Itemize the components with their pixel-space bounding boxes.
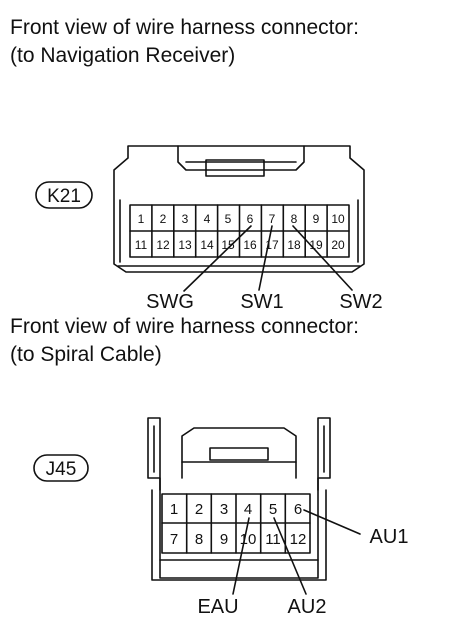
j45-pin-10: 10 — [240, 531, 257, 548]
k21-pin-3: 3 — [182, 212, 189, 226]
j45-pin-6: 6 — [294, 501, 302, 518]
j45-connector: J45 1 2 3 4 5 6 7 8 9 10 11 12 — [33, 417, 409, 618]
k21-connector: K21 1 2 3 4 5 6 7 8 9 10 11 12 — [35, 145, 383, 313]
k21-heading: Front view of wire harness connector: (t… — [10, 14, 359, 70]
k21-pin-16: 16 — [243, 238, 257, 252]
j45-right-rail — [317, 417, 331, 491]
j45-pin-2: 2 — [195, 501, 203, 518]
j45-code-badge: J45 — [33, 454, 89, 482]
j45-signal-au2: AU2 — [288, 596, 327, 618]
k21-pin-6: 6 — [247, 212, 254, 226]
k21-subtitle: (to Navigation Receiver) — [10, 44, 236, 67]
k21-pin-7: 7 — [269, 212, 276, 226]
j45-leader-au1 — [303, 509, 361, 535]
k21-leader-sw2 — [292, 225, 353, 291]
j45-code-label: J45 — [46, 459, 77, 480]
j45-pin-3: 3 — [220, 501, 228, 518]
k21-pin-12: 12 — [156, 238, 170, 252]
k21-pin-1: 1 — [138, 212, 145, 226]
j45-pin-9: 9 — [220, 531, 228, 548]
k21-code-label: K21 — [47, 186, 81, 207]
k21-signal-sw2: SW2 — [339, 291, 382, 313]
k21-pin-14: 14 — [200, 238, 214, 252]
k21-pin-4: 4 — [204, 212, 211, 226]
j45-title: Front view of wire harness connector: — [10, 315, 359, 338]
j45-latch — [209, 447, 269, 461]
j45-signal-au1: AU1 — [370, 526, 409, 548]
j45-subtitle: (to Spiral Cable) — [10, 343, 162, 366]
k21-pin-11: 11 — [135, 238, 148, 252]
k21-signal-swg: SWG — [146, 291, 194, 313]
k21-pin-13: 13 — [178, 238, 192, 252]
k21-signal-sw1: SW1 — [240, 291, 283, 313]
j45-lock-tab — [181, 427, 297, 479]
k21-pin-8: 8 — [291, 212, 298, 226]
k21-code-badge: K21 — [35, 181, 93, 209]
k21-latch — [205, 159, 265, 177]
k21-pin-9: 9 — [313, 212, 320, 226]
k21-pin-18: 18 — [287, 238, 301, 252]
j45-housing — [159, 477, 319, 579]
j45-pin-4: 4 — [244, 501, 252, 518]
k21-pin-15: 15 — [221, 238, 235, 252]
j45-leader-eau — [232, 517, 250, 595]
k21-pin-5: 5 — [225, 212, 232, 226]
k21-leader-sw1 — [258, 225, 273, 291]
j45-pin-8: 8 — [195, 531, 203, 548]
k21-leader-swg — [183, 225, 252, 292]
j45-pin-12: 12 — [290, 531, 307, 548]
k21-pin-10: 10 — [331, 212, 345, 226]
j45-pin-1: 1 — [170, 501, 178, 518]
k21-title: Front view of wire harness connector: — [10, 16, 359, 39]
k21-pin-20: 20 — [331, 238, 345, 252]
k21-pin-2: 2 — [160, 212, 167, 226]
k21-lock-tab — [177, 145, 305, 171]
j45-pin-7: 7 — [170, 531, 178, 548]
j45-heading: Front view of wire harness connector: (t… — [10, 313, 359, 369]
j45-signal-eau: EAU — [197, 596, 238, 618]
j45-leader-au2 — [273, 517, 307, 595]
j45-left-rail — [147, 417, 161, 491]
j45-pin-5: 5 — [269, 501, 277, 518]
j45-pin-11: 11 — [265, 531, 281, 548]
k21-housing — [113, 145, 365, 273]
